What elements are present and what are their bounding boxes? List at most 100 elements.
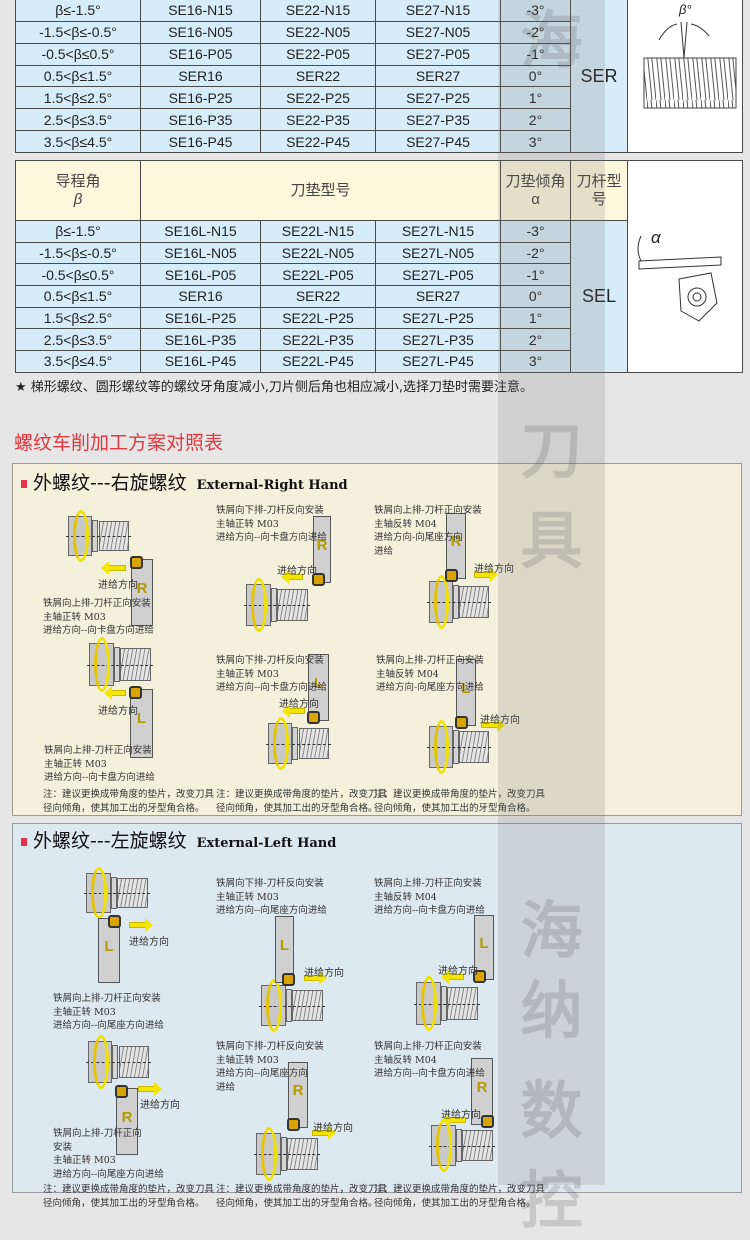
advice-note: 注：建议更换成带角度的垫片，改变刀具径向倾角，使其加工出的牙型角合格。 xyxy=(43,1183,214,1210)
shim-22-cell: SER22 xyxy=(260,285,376,308)
tilt-angle-cell: 0° xyxy=(500,64,571,88)
tilt-angle-cell: 3° xyxy=(500,130,571,153)
tool-holder-r: R xyxy=(115,1085,138,1155)
advice-line: 径向倾角，使其加工出的牙型角合格。 xyxy=(43,802,205,814)
insert-icon xyxy=(445,569,458,582)
shim-16-cell: SE16-P45 xyxy=(140,130,261,153)
insert-icon xyxy=(115,1085,128,1098)
insert-icon xyxy=(455,716,468,729)
shim-16-cell: SE16-N15 xyxy=(140,0,261,22)
shim-27-cell: SE27L-P25 xyxy=(374,306,502,330)
insert-icon xyxy=(108,915,121,928)
shim-27-cell: SE27L-P45 xyxy=(374,350,502,373)
insert-icon xyxy=(307,711,320,724)
caption-line: 主轴正转 M03 xyxy=(216,891,279,903)
caption-line: 主轴反转 M04 xyxy=(374,518,437,530)
shim-16-cell: SER16 xyxy=(140,64,261,88)
shim-16-cell: SE16L-P35 xyxy=(140,328,261,352)
tilt-angle-cell: 2° xyxy=(500,328,572,352)
threaded-workpiece xyxy=(426,575,492,629)
shim-16-cell: SE16L-N05 xyxy=(140,241,261,265)
shim-22-cell: SE22L-P35 xyxy=(260,328,376,352)
tool-holder-l: L xyxy=(98,915,121,983)
shim-16-cell: SE16L-P25 xyxy=(140,306,261,330)
caption-line: 进给方向-向尾座方向 xyxy=(374,532,463,543)
shim-27-cell: SE27L-P05 xyxy=(374,263,502,287)
feed-direction-label: 进给方向 xyxy=(98,580,138,591)
feed-direction-label: 进给方向 xyxy=(438,966,478,977)
caption-line: 进给方向--向卡盘方向进给 xyxy=(374,1068,485,1079)
shim-16-cell: SE16-P35 xyxy=(140,108,261,132)
insert-icon xyxy=(130,556,143,569)
advice-line: 注：建议更换成带角度的垫片，改变刀具 xyxy=(374,1184,546,1195)
shim-22-cell: SE22-P45 xyxy=(260,130,376,153)
rotation-arrow-icon xyxy=(72,510,89,562)
shim-27-cell: SE27L-N15 xyxy=(374,220,502,243)
caption-line: 进给 xyxy=(374,545,394,557)
holder-model-cell: SER xyxy=(570,0,628,153)
feed-arrow-right-icon xyxy=(304,971,327,985)
tilt-angle-cell: -3° xyxy=(500,220,572,243)
tool-letter: R xyxy=(292,1082,304,1100)
panel-title-en: External-Right Hand xyxy=(196,478,348,493)
tilt-angle-cell: -1° xyxy=(500,263,572,287)
feed-arrow-left-icon xyxy=(441,970,464,984)
panel-title-cn: 外螺纹---左旋螺纹 xyxy=(33,830,187,852)
tool-holder-r: R xyxy=(471,1058,494,1128)
feed-arrow-right-icon xyxy=(129,918,153,932)
lead-angle-cell: 2.5<β≤3.5° xyxy=(15,328,141,352)
shim-16-cell: SE16L-N15 xyxy=(140,220,261,243)
rotation-arrow-icon xyxy=(272,717,289,770)
caption-line: 主轴正转 M03 xyxy=(53,1155,116,1166)
shim-16-cell: SE16L-P45 xyxy=(140,350,261,373)
header-holder-model: 刀杆型号 xyxy=(570,160,629,221)
caption-line: 进给方向--向卡盘方向进给 xyxy=(44,772,155,783)
shim-22-cell: SE22L-P45 xyxy=(260,350,376,373)
caption-line: 主轴反转 M04 xyxy=(376,668,439,680)
tilt-angle-cell: -2° xyxy=(500,241,572,265)
caption-line: 主轴正转 M03 xyxy=(53,1006,116,1018)
feed-direction-label: 进给方向 xyxy=(313,1123,353,1134)
tilt-angle-cell: -1° xyxy=(500,42,571,66)
lead-angle-cell: 3.5<β≤4.5° xyxy=(15,130,141,153)
tool-holder-l: L xyxy=(307,654,329,724)
feed-direction-label: 进给方向 xyxy=(98,706,138,717)
tilt-angle-cell: 1° xyxy=(500,306,572,330)
caption-line: 进给方向--向尾座方向进给 xyxy=(53,1020,164,1031)
tilt-angle-cell: 0° xyxy=(500,285,572,308)
advice-line: 注：建议更换成带角度的垫片，改变刀具 xyxy=(43,789,215,800)
rotation-arrow-icon xyxy=(93,636,111,693)
header-shim-tilt: 刀垫倾角 α xyxy=(500,160,572,221)
feed-direction-label: 进给方向 xyxy=(304,968,344,979)
shim-22-cell: SE22-P25 xyxy=(260,86,376,110)
section-title: 螺纹车削加工方案对照表 xyxy=(14,432,224,454)
tool-letter: L xyxy=(479,934,489,952)
feed-direction-label: 进给方向 xyxy=(129,937,169,948)
threaded-workpiece xyxy=(65,510,132,562)
advice-line: 注：建议更换成带角度的垫片，改变刀具 xyxy=(374,789,546,800)
rotation-arrow-icon xyxy=(260,1127,278,1181)
caption-line: 进给方向--向卡盘方向进给 xyxy=(374,905,485,916)
lead-angle-cell: -0.5<β≤0.5° xyxy=(15,263,141,287)
shim-22-cell: SE22-P35 xyxy=(260,108,376,132)
tool-letter: L xyxy=(461,679,471,697)
feed-arrow-left-icon xyxy=(282,704,305,718)
tool-holder-r: R xyxy=(130,556,153,626)
caption-line: 主轴正转 M03 xyxy=(216,1054,279,1066)
feed-arrow-left-icon xyxy=(442,1113,466,1127)
caption-line: 进给方向-向尾座方向进给 xyxy=(376,682,484,693)
shim-16-cell: SER16 xyxy=(140,285,261,308)
shim-selection-note: ★ 梯形螺纹、圆形螺纹等的螺纹牙角度减小,刀片侧后角也相应减小,选择刀垫时需要注… xyxy=(15,380,534,395)
caption-line: 铁屑向上排-刀杆正向安装 xyxy=(374,878,482,889)
